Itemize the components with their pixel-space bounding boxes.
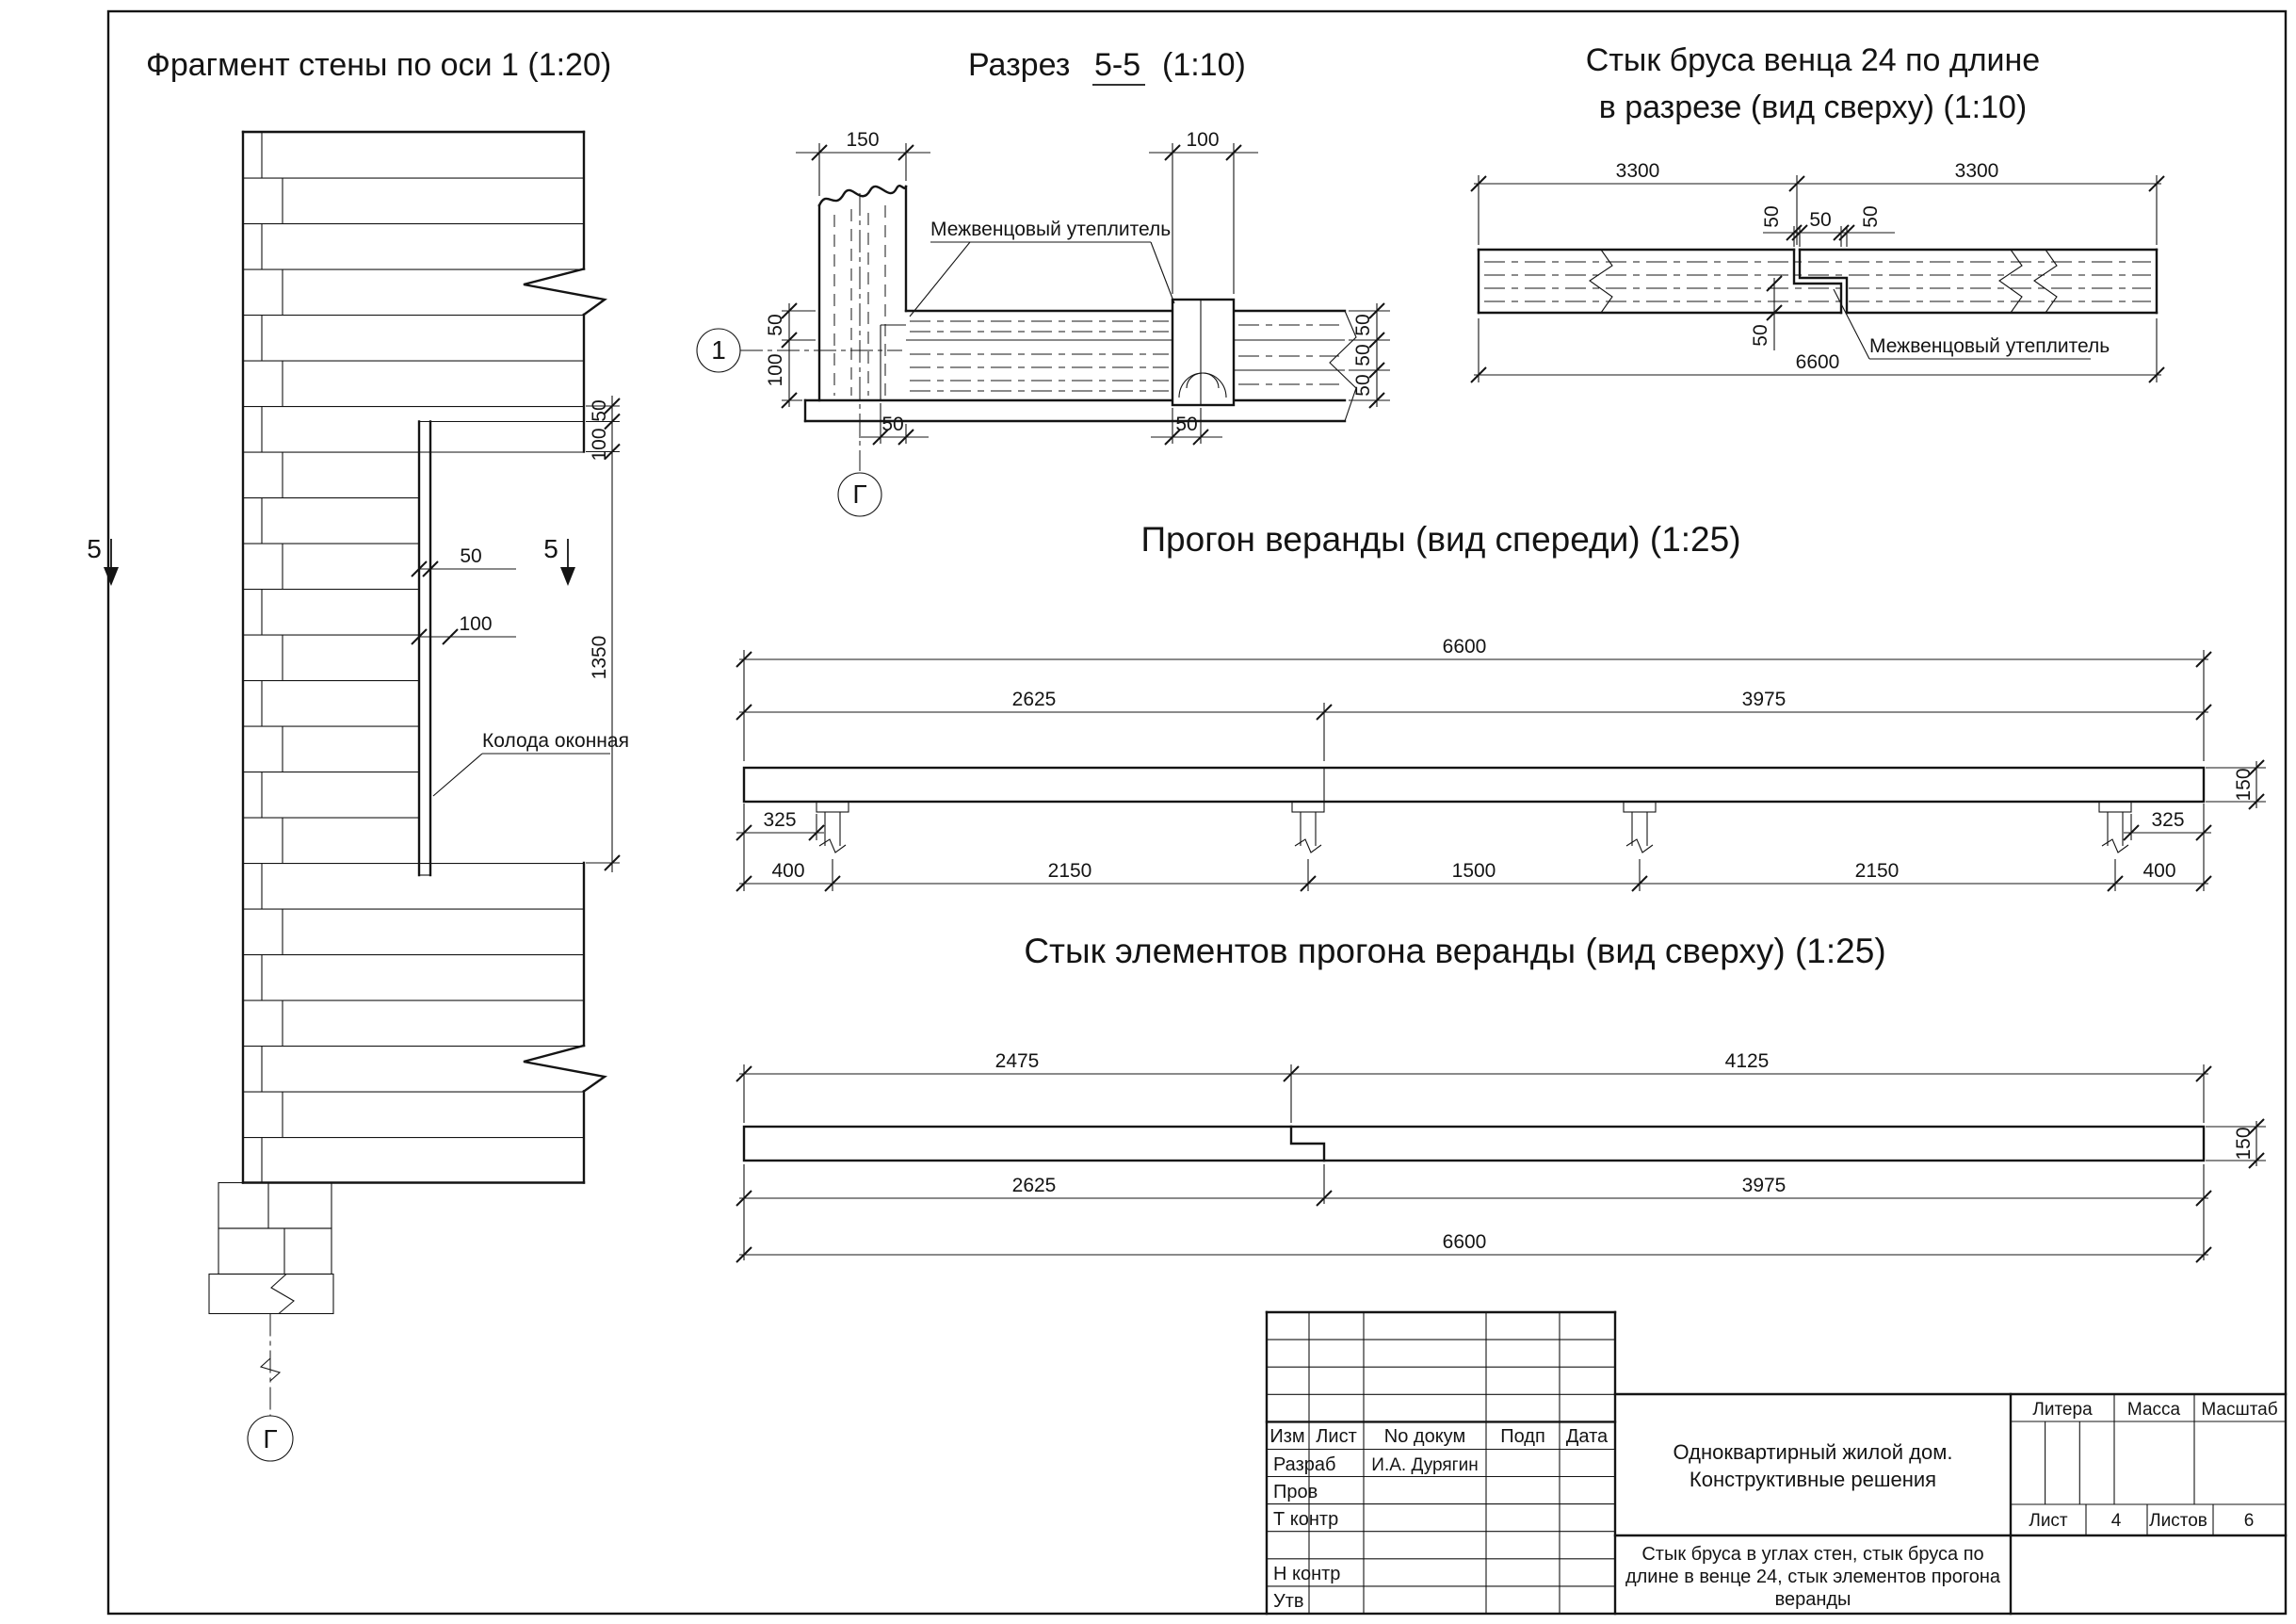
tb-sheets-label: Листов [2149, 1511, 2207, 1531]
section-mark-5-left: 5 [87, 534, 102, 563]
dim-label: 50 [1860, 205, 1882, 227]
dim-label: 50 [1352, 374, 1374, 396]
view-title-beam-joint-1: Стык бруса венца 24 по длине [1586, 42, 2040, 78]
dim-label: 325 [2151, 809, 2184, 831]
tb-header-izm: Изм [1269, 1426, 1304, 1447]
foundation: Г [208, 1181, 334, 1462]
sheet-frame [106, 9, 2288, 1616]
tb-ncontrol-label: Н контр [1273, 1564, 1340, 1584]
axis-marker-g: Г [852, 479, 866, 509]
tb-header-dokum: No докум [1384, 1426, 1465, 1447]
dim-label: 3975 [1742, 689, 1787, 710]
tb-sheets-value: 6 [2244, 1511, 2255, 1531]
tb-litera-label: Литера [2032, 1400, 2093, 1420]
dim-label: 150 [2233, 768, 2255, 801]
view-title-beam-joint-2: в разрезе (вид сверху) (1:10) [1599, 89, 2028, 125]
dim-label: 100 [1186, 129, 1219, 151]
tb-project-line2: Конструктивные решения [1690, 1468, 1936, 1491]
beam-joint-dimensions: 3300 3300 50 50 50 50 6600 [1470, 160, 2165, 383]
view-title-girder-joint: Стык элементов прогона веранды (вид свер… [1024, 932, 1885, 970]
dim-label: 2150 [1048, 860, 1092, 882]
dim-label: 2625 [1012, 689, 1057, 710]
note-insulation: Межвенцовый утеплитель [930, 219, 1171, 240]
note-insulation: Межвенцовый утеплитель [1869, 335, 2110, 357]
axis-marker-1: 1 [711, 335, 726, 365]
tb-project-line1: Одноквартирный жилой дом. [1673, 1440, 1953, 1464]
beam-joint-view: Стык бруса венца 24 по длине в разрезе (… [1470, 42, 2165, 383]
girder-beam [742, 766, 2206, 804]
dim-label: 4125 [1725, 1050, 1770, 1072]
tb-header-podp: Подп [1500, 1426, 1545, 1447]
section-dimensions: 150 100 50 100 50 50 50 [765, 129, 1390, 446]
title-block: Изм Лист No докум Подп Дата Разраб И.А. … [1265, 1310, 2288, 1616]
tb-checker-label: Пров [1273, 1482, 1318, 1502]
dim-label: 3300 [1955, 160, 1999, 182]
dim-label: 325 [763, 809, 796, 831]
dim-label: 1500 [1452, 860, 1496, 882]
tb-tcontrol-label: Т контр [1273, 1509, 1338, 1530]
dim-label: 50 [765, 314, 786, 335]
dim-label: 100 [459, 613, 492, 635]
section-cut-marks: 5 5 [87, 534, 575, 586]
girder-plan [742, 1125, 2206, 1162]
tb-header-data: Дата [1566, 1426, 1609, 1447]
tb-doc-line1: Стык бруса в углах стен, стык бруса по [1641, 1544, 1983, 1565]
view-title-wall-fragment: Фрагмент стены по оси 1 (1:20) [146, 47, 611, 83]
axis-circle-g [837, 472, 882, 517]
tb-mass-label: Масса [2127, 1400, 2181, 1420]
dim-label: 400 [771, 860, 804, 882]
dim-label: 3300 [1616, 160, 1660, 182]
tb-doc-line2: длине в венце 24, стык элементов прогона [1625, 1567, 2001, 1587]
note-window-frame: Колода оконная [482, 730, 629, 752]
dim-label: 150 [2233, 1127, 2255, 1160]
dim-label: 50 [460, 545, 481, 567]
tb-developer-name: И.А. Дурягин [1371, 1455, 1478, 1475]
tb-approve-label: Утв [1273, 1591, 1304, 1612]
tb-sheet-label: Лист [2029, 1511, 2068, 1531]
view-title-section-word: Разрез [968, 47, 1070, 83]
section-5-5-view: Разрез 5-5 (1:10) [696, 47, 1390, 517]
view-title-girder-front: Прогон веранды (вид спереди) (1:25) [1140, 520, 1740, 559]
axis-marker-g: Г [263, 1424, 277, 1453]
dim-label: 50 [589, 399, 610, 421]
dim-label: 6600 [1443, 1231, 1487, 1253]
axis-circle-1 [696, 328, 741, 373]
section-mark-5-right: 5 [543, 534, 558, 563]
dim-label: 100 [765, 353, 786, 386]
dim-label: 50 [1761, 205, 1783, 227]
tb-doc-line3: веранды [1775, 1589, 1851, 1610]
dim-label: 2150 [1855, 860, 1900, 882]
view-title-section-num: 5-5 [1094, 47, 1140, 83]
view-title-section-scale: (1:10) [1162, 47, 1246, 83]
tb-scale-label: Масштаб [2201, 1400, 2277, 1420]
dim-label: 1350 [589, 636, 610, 680]
window-opening [420, 452, 585, 863]
dim-label: 100 [589, 428, 610, 461]
dim-label: 2625 [1012, 1175, 1057, 1196]
dim-label: 400 [2142, 860, 2175, 882]
dim-label: 150 [846, 129, 879, 151]
window-frame [417, 420, 584, 877]
dim-label: 6600 [1443, 636, 1487, 658]
dim-label: 2475 [995, 1050, 1040, 1072]
tb-header-list: Лист [1316, 1426, 1356, 1447]
dim-label: 50 [1809, 209, 1831, 231]
wall-fragment-view: Фрагмент стены по оси 1 (1:20) [87, 47, 629, 1462]
axis-circle-g [247, 1415, 294, 1462]
dim-label: 50 [1175, 414, 1197, 435]
wall-dimensions: 50 100 1350 50 100 [411, 396, 621, 872]
girder-front-view: Прогон веранды (вид спереди) (1:25) 6600… [736, 520, 2266, 892]
dim-label: 3975 [1742, 1175, 1787, 1196]
end-grain-block [1171, 298, 1236, 407]
dim-label: 50 [881, 414, 903, 435]
dim-label: 50 [1750, 324, 1771, 346]
girder-joint-view: Стык элементов прогона веранды (вид свер… [736, 932, 2266, 1263]
tb-sheet-value: 4 [2111, 1511, 2122, 1531]
dim-label: 6600 [1796, 351, 1840, 373]
tb-developer-label: Разраб [1273, 1454, 1335, 1475]
dim-label: 50 [1352, 344, 1374, 365]
dim-label: 50 [1352, 314, 1374, 335]
